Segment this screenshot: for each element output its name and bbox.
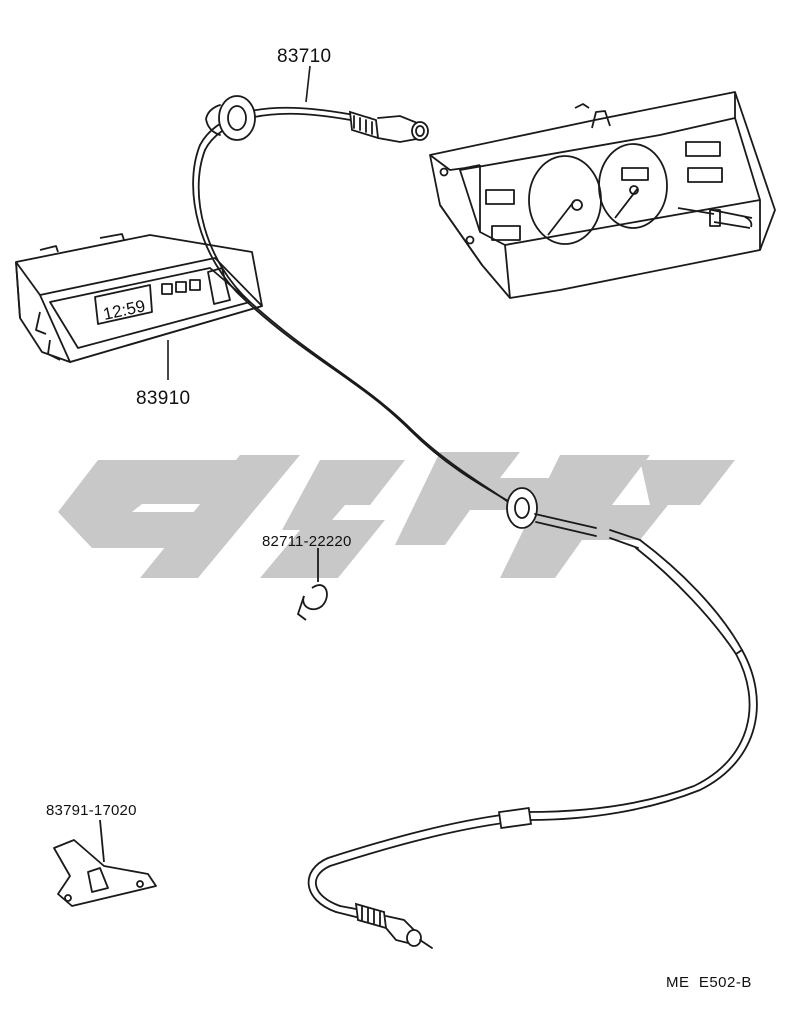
label-cable-part-number: 83710: [277, 46, 332, 67]
combination-meter: [429, 91, 776, 299]
diagram-code: ME E502-B: [666, 974, 752, 991]
bracket-part: [53, 819, 157, 907]
clock-assembly: [15, 233, 263, 363]
clamp-part: [296, 548, 328, 621]
leader-cable: [305, 65, 311, 103]
speedometer-cable: [192, 95, 758, 949]
watermark-logo: [58, 452, 735, 578]
label-clock-part-number: 83910: [136, 388, 191, 409]
label-bracket-part-number: 83791-17020: [46, 802, 137, 819]
label-clamp-part-number: 82711-22220: [262, 533, 352, 550]
